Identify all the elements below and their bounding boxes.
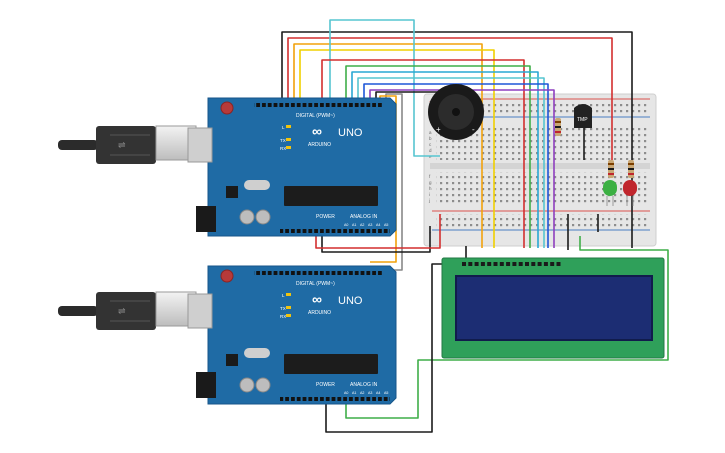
brand-label: ARDUINO: [308, 310, 331, 316]
wire-green-lcd: [345, 236, 669, 419]
pin-a4: A4: [376, 223, 380, 227]
row-letter-f: f: [429, 174, 431, 179]
pin-a3: A3: [368, 223, 372, 227]
wire-black-top: [281, 31, 633, 248]
digital-label: DIGITAL (PWM~): [296, 113, 335, 119]
pin-a1: A1: [352, 223, 356, 227]
lcd-pin: [468, 262, 473, 266]
pin-a4: A4: [376, 391, 380, 395]
lcd-pin: [537, 262, 542, 266]
led-label-tx: TX: [280, 306, 286, 311]
pin-a0: A0: [344, 223, 348, 227]
wire-blue-1: [351, 71, 539, 248]
led-red: [623, 180, 637, 206]
row-letter-c: c: [429, 142, 432, 147]
pin-a5: A5: [384, 391, 388, 395]
led-green: [603, 180, 617, 206]
buzzer-plus-label: +: [436, 125, 441, 134]
temperature-sensor: TMP: [574, 104, 592, 128]
led-label-rx: RX: [280, 146, 286, 151]
analog-label: ANALOG IN: [350, 382, 378, 388]
pin-a3: A3: [368, 391, 372, 395]
lcd-pin: [506, 262, 511, 266]
pin-a2: A2: [360, 391, 364, 395]
lcd-pin-header: [462, 262, 561, 266]
row-letter-d: d: [429, 148, 432, 153]
led-label-rx: RX: [280, 314, 286, 319]
row-letter-h: h: [429, 186, 432, 191]
analog-label: ANALOG IN: [350, 214, 378, 220]
wire-red-power-top: [315, 214, 441, 249]
pin-a2: A2: [360, 223, 364, 227]
row-letter-b: b: [429, 136, 432, 141]
buzzer-minus-label: -: [472, 125, 475, 134]
pin-a0: A0: [344, 391, 348, 395]
wire-orange-top: [293, 43, 483, 248]
wire-yellow-top: [299, 49, 495, 248]
power-label: POWER: [316, 382, 335, 388]
arduino-infinity-logo-icon: ∞: [312, 291, 322, 307]
brand-label: ARDUINO: [308, 142, 331, 148]
arduino-uno-bottom: DIGITAL (PWM~) ∞ UNO ARDUINO L TX RX POW…: [187, 265, 397, 405]
lcd-pin: [550, 262, 555, 266]
row-letter-g: g: [429, 180, 432, 185]
resistor-2: [608, 160, 614, 178]
row-letter-i: i: [429, 192, 430, 197]
row-letter-a: a: [429, 130, 432, 135]
usb-icon: ⇌: [118, 140, 126, 150]
lcd-pin: [512, 262, 517, 266]
arduino-infinity-logo-icon: ∞: [312, 123, 322, 139]
model-label: UNO: [338, 295, 363, 307]
row-letter-j: j: [428, 198, 430, 203]
lcd-16x2: [441, 257, 665, 359]
lcd-pin: [556, 262, 561, 266]
wire-red-top: [287, 37, 613, 160]
resistor-3: [628, 160, 634, 178]
wire-cyan-buzzer: [329, 19, 440, 157]
pin-a5: A5: [384, 223, 388, 227]
lcd-pin: [499, 262, 504, 266]
model-label: UNO: [338, 127, 363, 139]
lcd-pin: [543, 262, 548, 266]
power-label: POWER: [316, 214, 335, 220]
usb-icon: ⇌: [118, 306, 126, 316]
usb-cable-bottom: ⇌: [58, 291, 197, 330]
wire-black-power-top: [321, 226, 431, 253]
wire-cyan-2: [357, 77, 545, 248]
usb-cable-top: ⇌: [58, 125, 197, 164]
lcd-pin: [462, 262, 466, 266]
wire-green-1: [345, 65, 531, 248]
wire-orange-link: [370, 95, 397, 263]
lcd-pin: [487, 262, 492, 266]
lcd-pin: [531, 262, 536, 266]
sensor-label: TMP: [577, 117, 588, 123]
resistor-1: [555, 118, 561, 136]
lcd-pin: [474, 262, 479, 266]
led-label-tx: TX: [280, 138, 286, 143]
pin-a1: A1: [352, 391, 356, 395]
led-label-l: L: [282, 293, 285, 298]
lcd-pin: [493, 262, 498, 266]
arduino-uno-top: DIGITAL (PWM~) ∞ UNO ARDUINO L TX RX POW…: [187, 97, 397, 237]
piezo-buzzer: + -: [428, 84, 484, 140]
digital-label: DIGITAL (PWM~): [296, 281, 335, 287]
wire-red-2: [321, 59, 525, 248]
led-label-l: L: [282, 125, 285, 130]
lcd-pin: [480, 262, 485, 266]
lcd-pin: [525, 262, 529, 266]
lcd-pin: [518, 262, 523, 266]
